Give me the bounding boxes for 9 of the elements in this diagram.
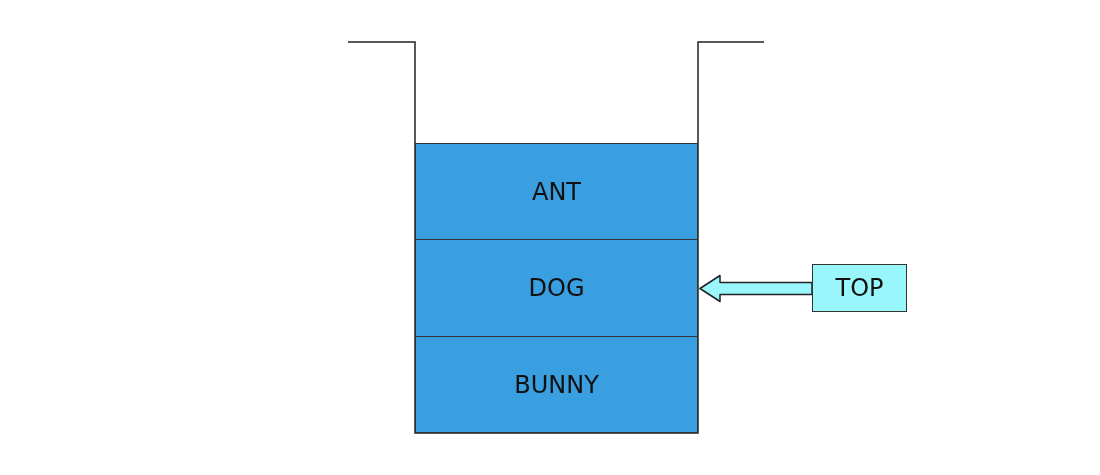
- stack-cell: [415, 336, 698, 433]
- item-label: TOP: [835, 273, 884, 304]
- item-label: ANT: [532, 176, 581, 208]
- block-arrow: [699, 274, 813, 303]
- stack-cell: [415, 239, 698, 337]
- pointer-box: [812, 264, 907, 312]
- stack-cell: [415, 143, 698, 240]
- item-label: DOG: [528, 273, 585, 304]
- item-label: BUNNY: [514, 369, 599, 401]
